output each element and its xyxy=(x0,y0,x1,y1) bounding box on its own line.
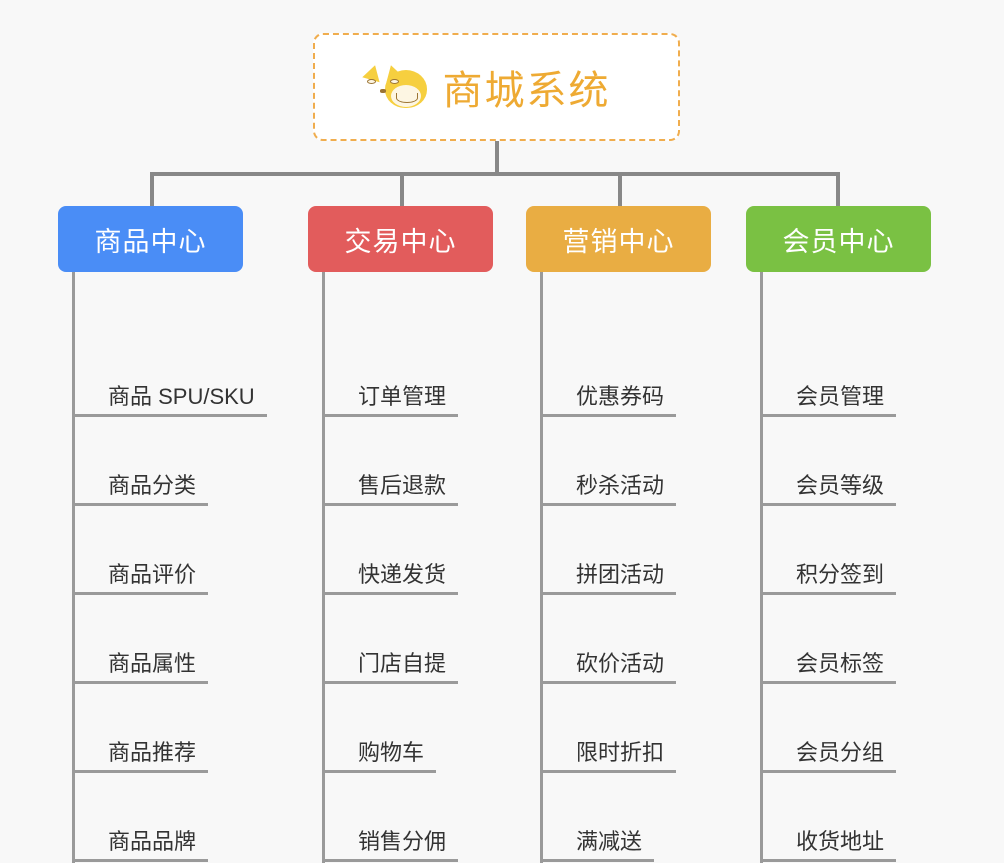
category-header-2[interactable]: 交易中心 xyxy=(308,206,493,272)
branch-column-3: 营销中心优惠券码秒杀活动拼团活动砍价活动限时折扣满减送 xyxy=(526,206,711,863)
root-title: 商城系统 xyxy=(442,69,611,113)
category-header-4[interactable]: 会员中心 xyxy=(746,206,931,272)
list-item-label: 会员等级 xyxy=(796,473,885,498)
list-item-label: 购物车 xyxy=(358,740,425,765)
list-item-label: 收货地址 xyxy=(796,829,885,854)
branch-spine xyxy=(72,272,75,863)
list-item-label: 商品品牌 xyxy=(108,829,197,854)
list-item-label: 会员管理 xyxy=(796,384,885,409)
list-item-label: 门店自提 xyxy=(358,651,447,676)
category-header-label: 会员中心 xyxy=(782,226,895,257)
list-item[interactable]: 商品属性 xyxy=(72,651,209,684)
branch-column-1: 商品中心商品 SPU/SKU 商品分类商品评价商品属性商品推荐商品品牌 xyxy=(58,206,267,863)
list-item[interactable]: 收货地址 xyxy=(760,829,897,862)
branch-spine xyxy=(540,272,543,863)
list-item[interactable]: 会员等级 xyxy=(760,473,897,506)
dog-face-icon xyxy=(361,62,429,111)
root-node[interactable]: 商城系统 xyxy=(313,33,680,141)
list-item-label: 秒杀活动 xyxy=(576,473,665,498)
list-item[interactable]: 砍价活动 xyxy=(540,651,677,684)
list-item[interactable]: 会员管理 xyxy=(760,384,897,417)
connector-drop-2 xyxy=(400,172,404,208)
list-item[interactable]: 门店自提 xyxy=(322,651,459,684)
list-item-label: 售后退款 xyxy=(358,473,447,498)
branch-column-4: 会员中心会员管理会员等级积分签到会员标签会员分组收货地址 xyxy=(746,206,931,863)
list-item[interactable]: 商品分类 xyxy=(72,473,209,506)
list-item[interactable]: 满减送 xyxy=(540,829,655,862)
list-item[interactable]: 购物车 xyxy=(322,740,437,773)
list-item-label: 砍价活动 xyxy=(576,651,665,676)
connector-drop-3 xyxy=(618,172,622,208)
list-item-label: 商品评价 xyxy=(108,562,197,587)
list-item-label: 商品分类 xyxy=(108,473,197,498)
branch-spine xyxy=(322,272,325,863)
list-item[interactable]: 会员标签 xyxy=(760,651,897,684)
branch-column-2: 交易中心订单管理售后退款快递发货门店自提购物车销售分佣 xyxy=(308,206,493,863)
list-item-label: 积分签到 xyxy=(796,562,885,587)
list-item[interactable]: 商品品牌 xyxy=(72,829,209,862)
list-item-label: 快递发货 xyxy=(358,562,447,587)
list-item[interactable]: 秒杀活动 xyxy=(540,473,677,506)
connector-drop-4 xyxy=(836,172,840,208)
connector-horizontal-bus xyxy=(150,172,840,176)
list-item[interactable]: 积分签到 xyxy=(760,562,897,595)
list-item[interactable]: 会员分组 xyxy=(760,740,897,773)
list-item[interactable]: 销售分佣 xyxy=(322,829,459,862)
list-item-label: 商品推荐 xyxy=(108,740,197,765)
list-item-label: 拼团活动 xyxy=(576,562,665,587)
category-header-3[interactable]: 营销中心 xyxy=(526,206,711,272)
list-item-label: 限时折扣 xyxy=(576,740,665,765)
mindmap-canvas: 商城系统 商品中心商品 SPU/SKU 商品分类商品评价商品属性商品推荐商品品牌 交… xyxy=(58,33,931,863)
category-header-label: 营销中心 xyxy=(562,226,675,257)
connector-drop-1 xyxy=(150,172,154,208)
list-item-label: 满减送 xyxy=(576,829,643,854)
category-header-label: 商品中心 xyxy=(94,226,207,257)
branch-spine xyxy=(760,272,763,863)
list-item-label: 优惠券码 xyxy=(576,384,665,409)
list-item-label: 会员分组 xyxy=(796,740,885,765)
list-item[interactable]: 商品评价 xyxy=(72,562,209,595)
list-item-label: 商品属性 xyxy=(108,651,197,676)
list-item[interactable]: 限时折扣 xyxy=(540,740,677,773)
list-item[interactable]: 售后退款 xyxy=(322,473,459,506)
list-item-label: 销售分佣 xyxy=(358,829,447,854)
list-item[interactable]: 订单管理 xyxy=(322,384,459,417)
list-item[interactable]: 商品推荐 xyxy=(72,740,209,773)
category-header-1[interactable]: 商品中心 xyxy=(58,206,243,272)
list-item[interactable]: 优惠券码 xyxy=(540,384,677,417)
list-item[interactable]: 快递发货 xyxy=(322,562,459,595)
list-item-label: 商品 SPU/SKU xyxy=(108,384,255,409)
category-header-label: 交易中心 xyxy=(344,226,457,257)
list-item[interactable]: 商品 SPU/SKU xyxy=(72,386,267,417)
list-item[interactable]: 拼团活动 xyxy=(540,562,677,595)
list-item-label: 会员标签 xyxy=(796,651,885,676)
list-item-label: 订单管理 xyxy=(358,384,447,409)
connector-root-stem xyxy=(495,141,499,175)
